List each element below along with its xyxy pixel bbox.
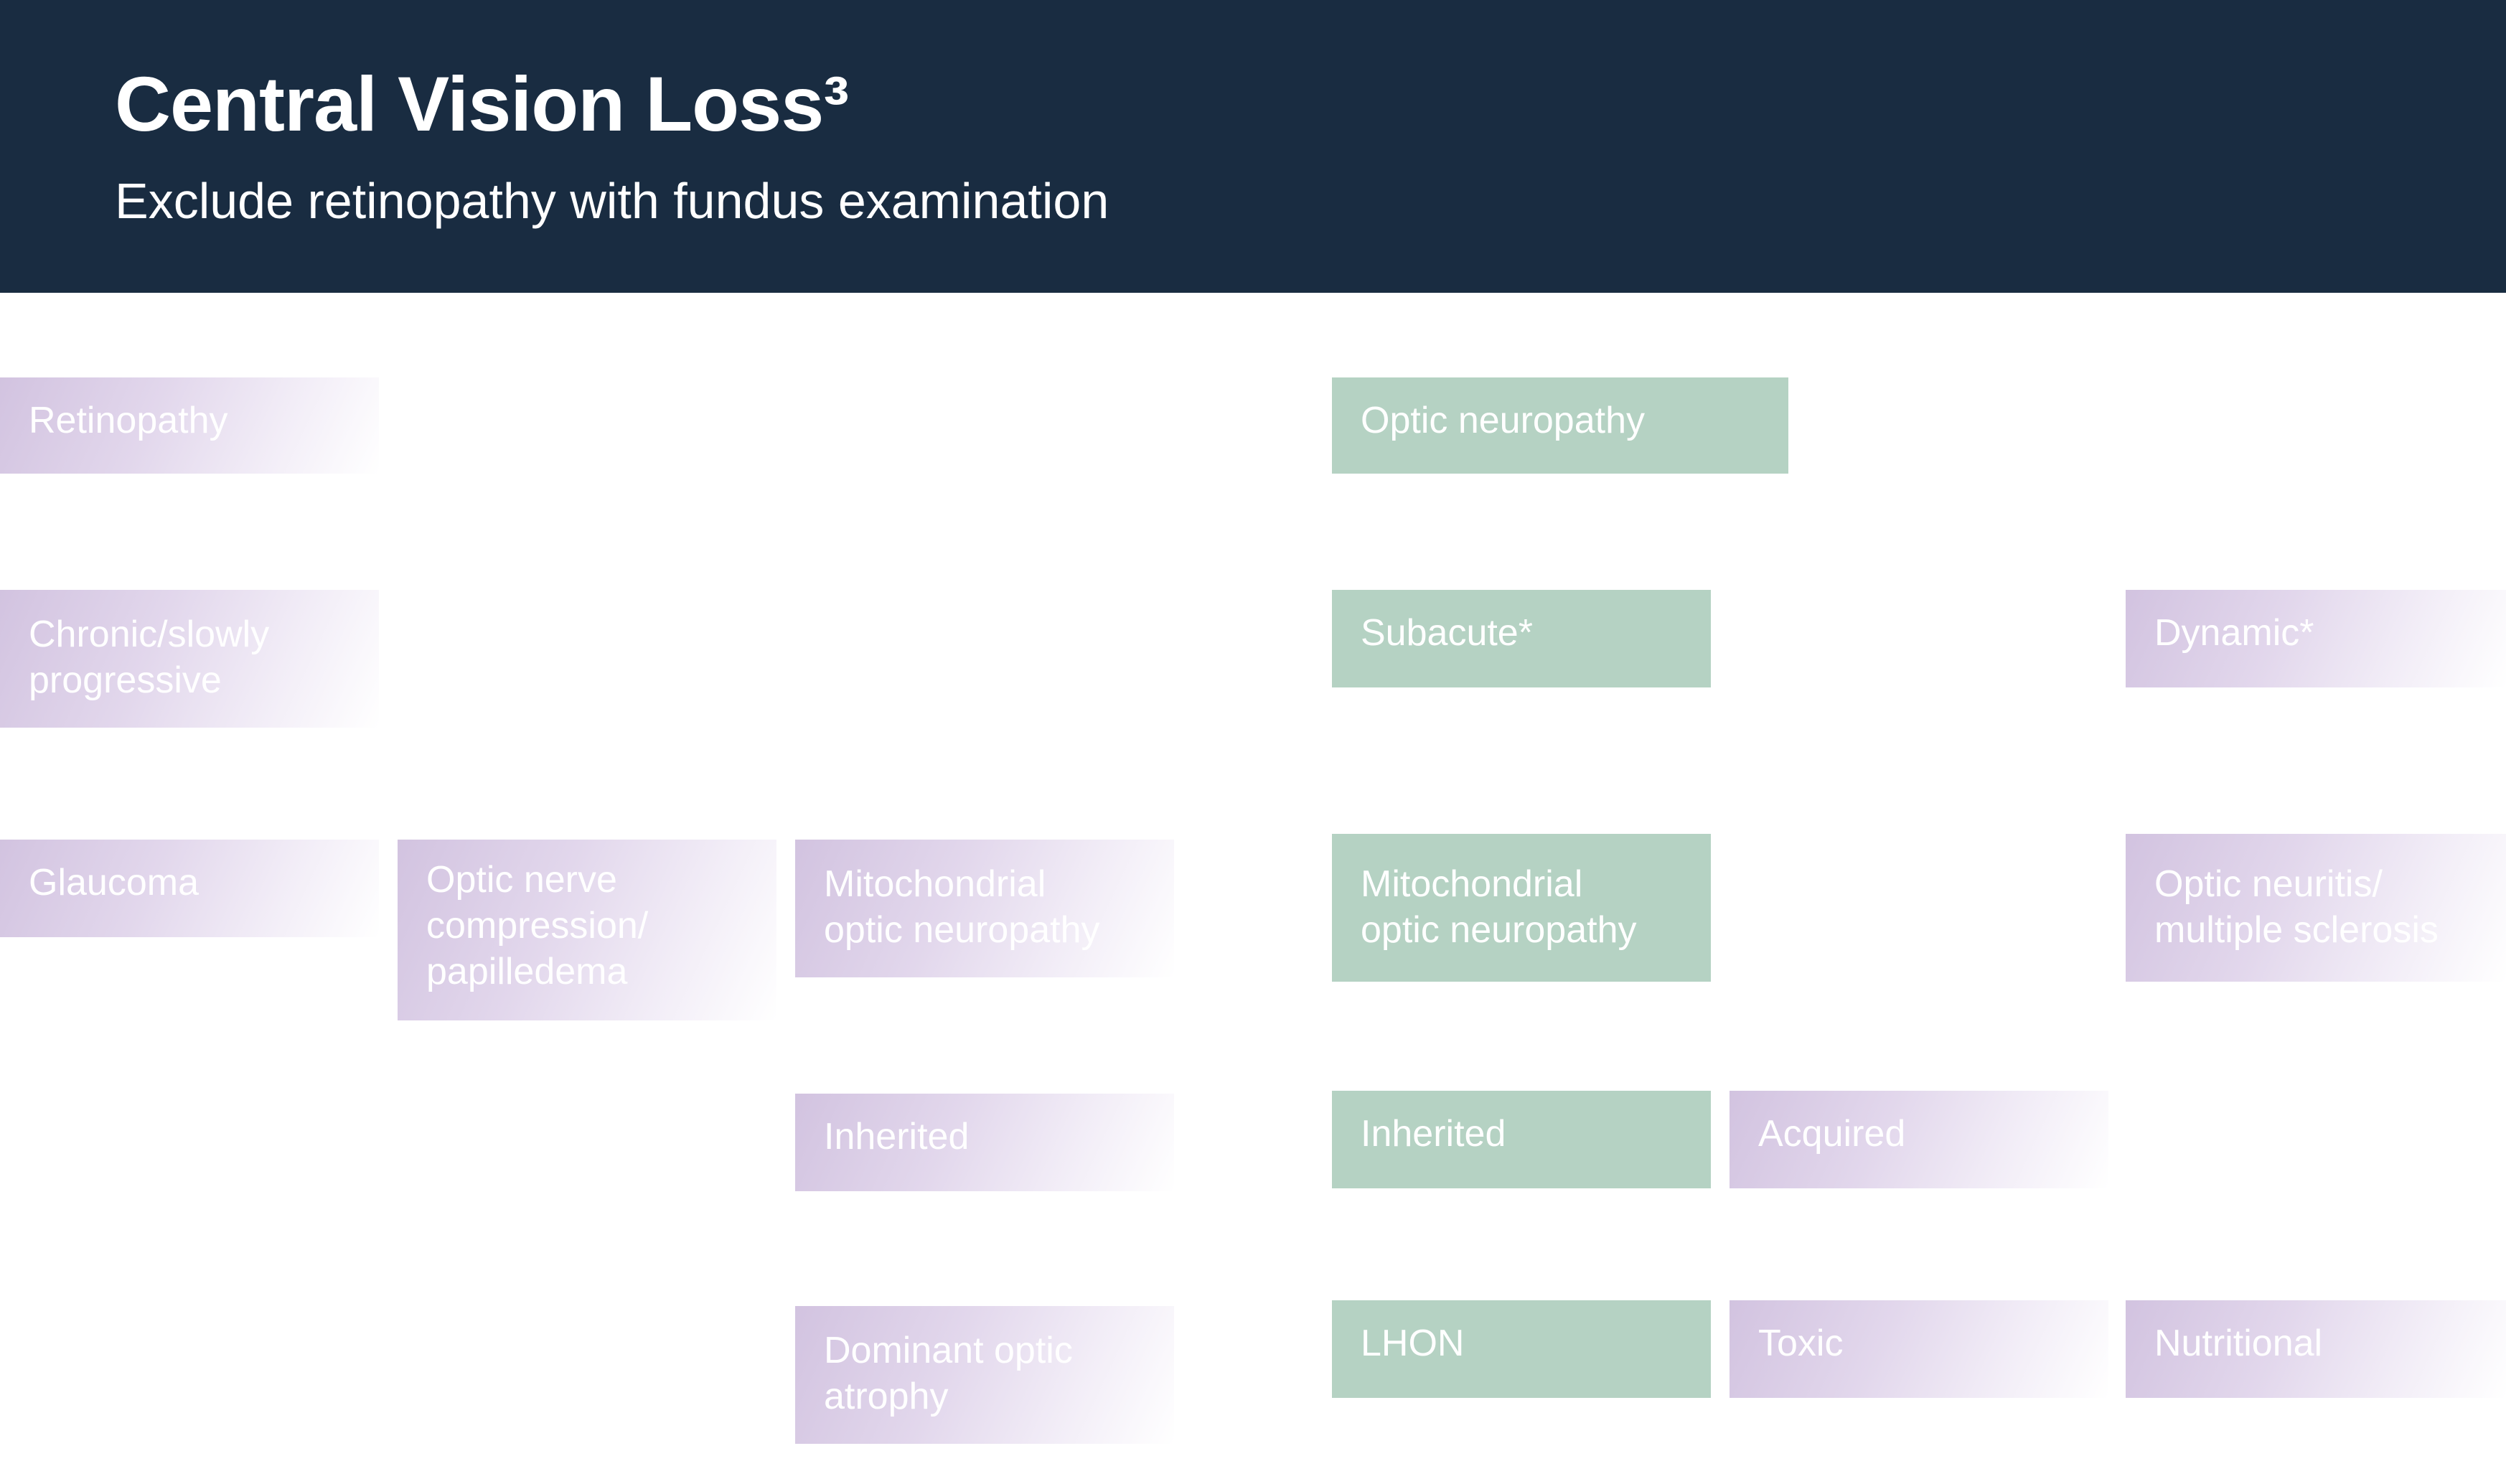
node-glaucoma: Glaucoma: [0, 840, 379, 937]
node-acquired: Acquired: [1730, 1091, 2108, 1188]
node-mitochondrial-optic-neuropathy-2: Mitochondrial optic neuropathy: [1332, 834, 1711, 982]
node-label: Optic neuritis/ multiple sclerosis: [2154, 863, 2439, 951]
node-label: LHON: [1361, 1323, 1465, 1364]
node-dominant-optic-atrophy: Dominant optic atrophy: [795, 1306, 1174, 1444]
node-label: Optic nerve compression/ papilledema: [426, 859, 649, 992]
node-optic-neuritis-ms: Optic neuritis/ multiple sclerosis: [2126, 834, 2506, 982]
node-label: Optic neuropathy: [1361, 400, 1646, 441]
node-label: Retinopathy: [29, 400, 228, 441]
node-label: Mitochondrial optic neuropathy: [824, 863, 1100, 951]
node-label: Dynamic*: [2154, 612, 2314, 654]
node-label: Inherited: [1361, 1113, 1506, 1155]
node-mitochondrial-optic-neuropathy-1: Mitochondrial optic neuropathy: [795, 840, 1174, 977]
node-lhon: LHON: [1332, 1300, 1711, 1398]
node-nutritional: Nutritional: [2126, 1300, 2506, 1398]
node-label: Dominant optic atrophy: [824, 1330, 1073, 1417]
header-banner: Central Vision Loss³ Exclude retinopathy…: [0, 0, 2506, 293]
node-optic-neuropathy: Optic neuropathy: [1332, 377, 1788, 474]
node-chronic-slowly-progressive: Chronic/slowly progressive: [0, 590, 379, 728]
page-title: Central Vision Loss³: [115, 60, 849, 147]
node-toxic: Toxic: [1730, 1300, 2108, 1398]
page-subtitle: Exclude retinopathy with fundus examinat…: [115, 173, 1109, 229]
node-label: Nutritional: [2154, 1323, 2323, 1364]
node-label: Inherited: [824, 1116, 970, 1157]
node-inherited-1: Inherited: [795, 1094, 1174, 1191]
node-retinopathy: Retinopathy: [0, 377, 379, 474]
node-optic-nerve-compression: Optic nerve compression/ papilledema: [398, 840, 776, 1020]
node-label: Glaucoma: [29, 862, 199, 903]
node-dynamic: Dynamic*: [2126, 590, 2506, 687]
node-inherited-2: Inherited: [1332, 1091, 1711, 1188]
node-subacute: Subacute*: [1332, 590, 1711, 687]
node-label: Subacute*: [1361, 612, 1533, 654]
node-label: Mitochondrial optic neuropathy: [1361, 863, 1637, 951]
node-label: Toxic: [1758, 1323, 1844, 1364]
node-label: Chronic/slowly progressive: [29, 614, 270, 701]
node-label: Acquired: [1758, 1113, 1906, 1155]
